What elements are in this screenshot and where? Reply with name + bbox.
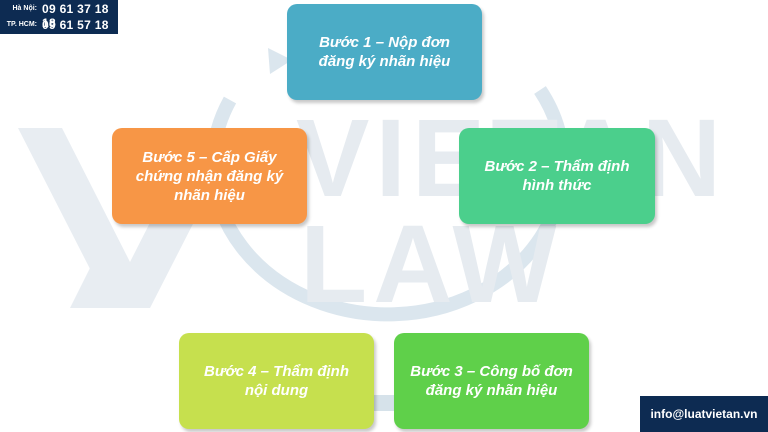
step-1-box: Bước 1 – Nộp đơn đăng ký nhãn hiệu [287, 4, 482, 100]
email-box: info@luatvietan.vn [640, 396, 768, 432]
watermark-word-law: LAW [300, 203, 563, 326]
step-2-box: Bước 2 – Thẩm định hình thức [459, 128, 655, 224]
phone-label: Hà Nội: [12, 5, 38, 12]
step-4-text: Bước 4 – Thẩm định nội dung [204, 363, 349, 399]
email-link[interactable]: info@luatvietan.vn [650, 407, 758, 421]
step-5-box: Bước 5 – Cấp Giấy chứng nhận đăng ký nhã… [112, 128, 307, 224]
phone-box: Hà Nội: 09 61 37 18 18 TP. HCM: 09 61 57… [0, 0, 118, 46]
phone-row-hanoi: Hà Nội: 09 61 37 18 18 [0, 1, 118, 30]
phone-label: TP. HCM: [6, 21, 37, 28]
step-2-text: Bước 2 – Thẩm định hình thức [484, 158, 630, 194]
phone-number[interactable]: 09 61 57 18 18 [42, 18, 109, 46]
phone-number[interactable]: 09 61 37 18 18 [42, 2, 109, 30]
cycle-arrow-head [268, 48, 292, 74]
step-3-text: Bước 3 – Công bố đơn đăng ký nhãn hiệu [410, 363, 573, 399]
step-4-box: Bước 4 – Thẩm định nội dung [179, 333, 374, 429]
step-5-text: Bước 5 – Cấp Giấy chứng nhận đăng ký nhã… [135, 148, 284, 204]
connector-step3-step4 [374, 395, 394, 411]
step-3-box: Bước 3 – Công bố đơn đăng ký nhãn hiệu [394, 333, 589, 429]
watermark-logo-mark-inner [70, 232, 126, 308]
step-1-text: Bước 1 – Nộp đơn đăng ký nhãn hiệu [318, 34, 451, 70]
phone-row-hcm: TP. HCM: 09 61 57 18 18 [0, 17, 118, 46]
